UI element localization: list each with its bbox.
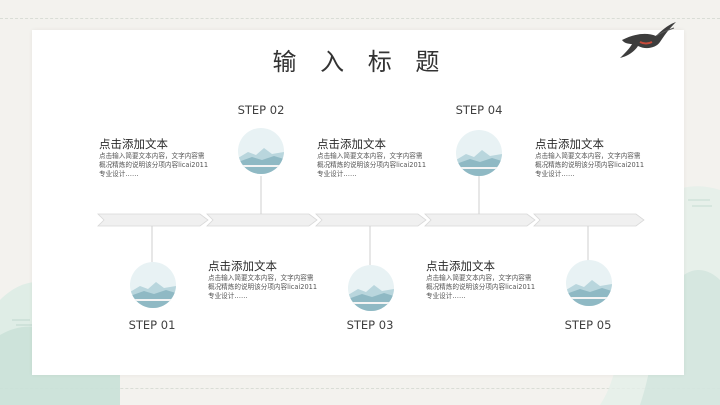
step-05-heading[interactable]: 点击添加文本 [535,137,604,151]
step-02-label: STEP 02 [237,103,285,117]
step-02-heading[interactable]: 点击添加文本 [208,259,277,273]
landscape-icon [566,260,612,306]
landscape-icon [238,128,284,174]
step-02-text-block: 点击添加文本 点击输入简要文本内容，文字内容需概况精炼的说明该分项内容licai… [208,259,320,301]
content-card [32,30,684,375]
step-01-label: STEP 01 [128,318,176,332]
step-04-text-block: 点击添加文本 点击输入简要文本内容，文字内容需概况精炼的说明该分项内容licai… [426,259,538,301]
landscape-icon [348,265,394,311]
step-03-heading[interactable]: 点击添加文本 [317,137,386,151]
step-03-label: STEP 03 [346,318,394,332]
step-01-heading[interactable]: 点击添加文本 [99,137,168,151]
step-05-body[interactable]: 点击输入简要文本内容，文字内容需概况精炼的说明该分项内容licai2011专业设… [535,152,645,178]
step-04-thumbnail [456,130,502,176]
step-05-text-block: 点击添加文本 点击输入简要文本内容，文字内容需概况精炼的说明该分项内容licai… [535,137,647,179]
step-05-thumbnail [566,260,612,306]
landscape-icon [130,262,176,308]
step-02-body[interactable]: 点击输入简要文本内容，文字内容需概况精炼的说明该分项内容licai2011专业设… [208,274,318,300]
step-01-thumbnail [130,262,176,308]
step-03-thumbnail [348,265,394,311]
step-01-body[interactable]: 点击输入简要文本内容，文字内容需概况精炼的说明该分项内容licai2011专业设… [99,152,209,178]
landscape-icon [456,130,502,176]
bottom-dashed-line [0,388,720,389]
step-02-thumbnail [238,128,284,174]
step-04-label: STEP 04 [455,103,503,117]
page-title: 输 入 标 题 [272,48,448,76]
swallow-icon [620,22,676,58]
step-03-text-block: 点击添加文本 点击输入简要文本内容，文字内容需概况精炼的说明该分项内容licai… [317,137,429,179]
step-04-heading[interactable]: 点击添加文本 [426,259,495,273]
top-dashed-line [0,18,720,19]
step-01-text-block: 点击添加文本 点击输入简要文本内容，文字内容需概况精炼的说明该分项内容licai… [99,137,211,179]
step-04-body[interactable]: 点击输入简要文本内容，文字内容需概况精炼的说明该分项内容licai2011专业设… [426,274,536,300]
step-03-body[interactable]: 点击输入简要文本内容，文字内容需概况精炼的说明该分项内容licai2011专业设… [317,152,427,178]
step-05-label: STEP 05 [564,318,612,332]
